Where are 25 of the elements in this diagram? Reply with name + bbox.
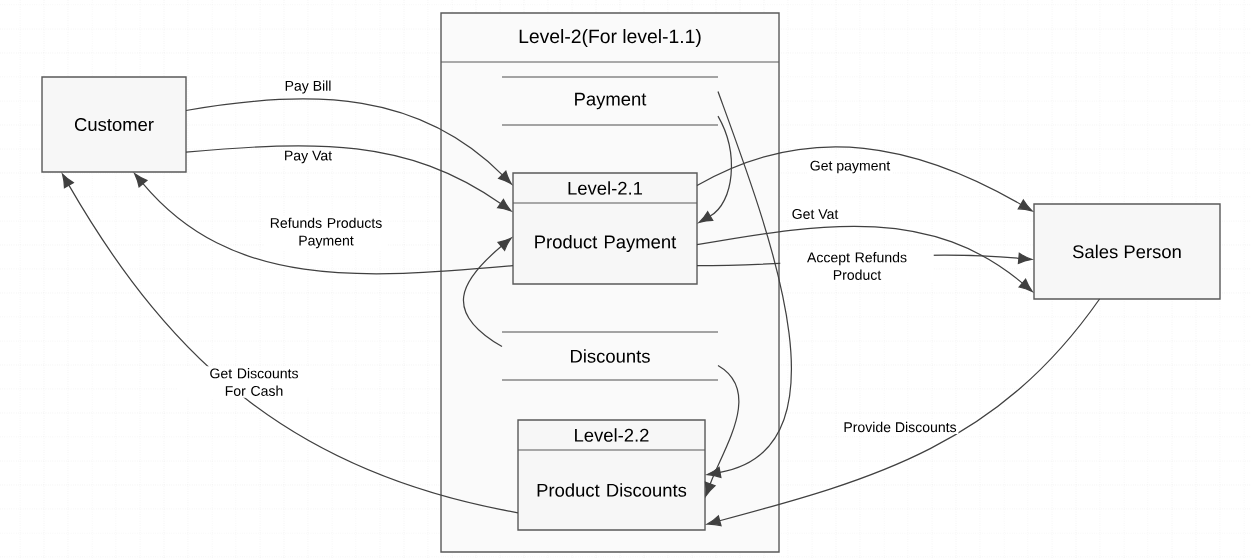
process-box: Level-2.1 Product Payment xyxy=(512,172,698,285)
arrow xyxy=(463,237,512,348)
edge-label: Get payment xyxy=(808,158,892,176)
arrow xyxy=(698,115,732,224)
edge-label: Accept Refunds Product xyxy=(780,250,934,282)
entity-box: Sales Person xyxy=(1033,203,1221,300)
arrow xyxy=(185,145,512,212)
process-box: Level-2.2 Product Discounts xyxy=(517,419,706,531)
arrow xyxy=(696,146,1033,212)
data-store: Payment xyxy=(501,76,719,126)
edge-label: Pay Bill xyxy=(282,78,334,96)
arrow xyxy=(704,364,740,497)
data-store: Discounts xyxy=(501,331,719,381)
edge-label: Get Discounts For Cash xyxy=(177,366,331,398)
edge-label: Pay Vat xyxy=(282,148,334,166)
arrow xyxy=(696,225,1033,292)
arrow xyxy=(706,90,792,478)
arrow xyxy=(61,173,519,514)
arrow xyxy=(185,98,512,185)
entity-box: Customer xyxy=(41,76,187,173)
arrow xyxy=(134,173,514,275)
arrow xyxy=(706,298,1101,527)
edge-label: Refunds Products Payment xyxy=(264,215,388,251)
edge-label: Get Vat xyxy=(789,207,841,221)
edge-label: Provide Discounts xyxy=(841,420,959,434)
